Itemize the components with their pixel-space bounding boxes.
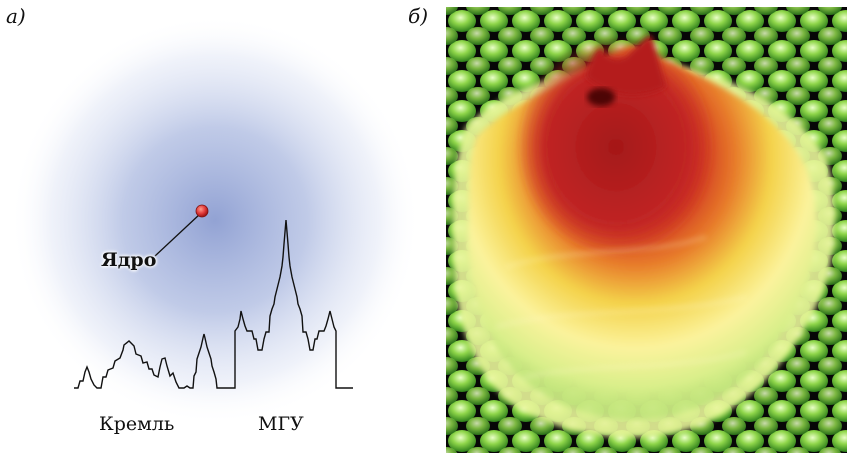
skyline-silhouette <box>74 219 353 389</box>
nucleus-dot <box>195 204 209 218</box>
panel-b-label: б) <box>408 4 429 28</box>
nucleus-label: Ядро <box>101 249 157 271</box>
atom-scale-svg <box>10 15 420 425</box>
surface-ripples <box>495 235 747 379</box>
mgu-label: МГУ <box>258 413 304 435</box>
peak-crater <box>587 88 615 106</box>
atom-surface-image <box>446 7 847 453</box>
panel-a-label: a) <box>6 4 26 28</box>
atom-surface-svg <box>446 7 847 453</box>
electron-cloud <box>10 15 420 425</box>
kremlin-label: Кремль <box>99 413 175 435</box>
atom-scale-diagram: Ядро Кремль МГУ <box>10 15 420 435</box>
peak-tips <box>586 35 666 96</box>
peak-region <box>516 37 716 257</box>
nucleus-pointer-line <box>154 213 201 257</box>
